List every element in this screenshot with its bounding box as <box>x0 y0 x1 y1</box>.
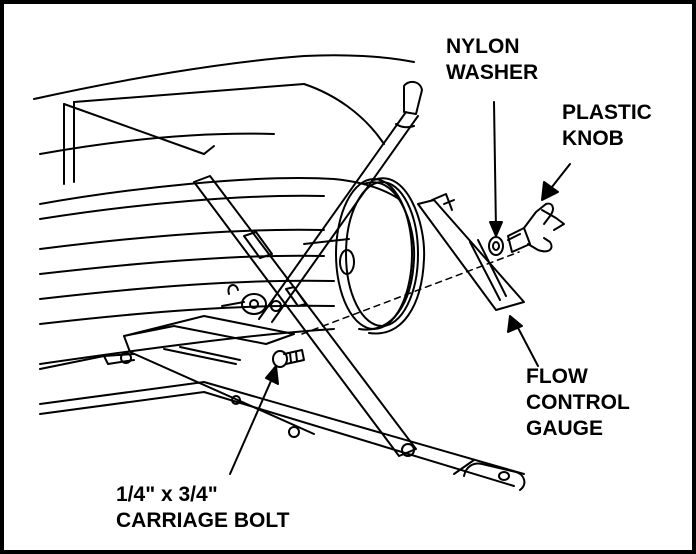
carriage-bolt-label-line-1: 1/4" x 3/4" <box>116 483 218 506</box>
flow-control-gauge-part <box>417 193 525 311</box>
carriage-bolt-label-line-2: CARRIAGE BOLT <box>116 509 290 532</box>
nylon-washer-label: NYLON WASHER <box>446 34 538 86</box>
frame-rails <box>39 315 525 487</box>
handle-arm <box>258 80 423 323</box>
carriage-bolt-arrow <box>229 373 275 475</box>
plastic-knob-label-line-1: PLASTIC <box>562 101 652 124</box>
carriage-bolt <box>272 349 305 368</box>
flow-control-gauge-arrow <box>515 323 539 367</box>
flow-control-gauge-label-line-1: FLOW <box>526 365 588 388</box>
assembly-guide-line <box>301 251 520 335</box>
flow-control-gauge-label-line-2: CONTROL <box>526 391 630 414</box>
nylon-washer-label-line-1: NYLON <box>446 35 520 58</box>
pivot-hardware <box>221 284 282 315</box>
flow-control-gauge-label-line-3: GAUGE <box>526 417 604 440</box>
nylon-washer-part <box>488 236 504 256</box>
nylon-washer-label-line-2: WASHER <box>446 61 539 84</box>
spreader-assembly-illustration <box>33 54 571 491</box>
plastic-knob-part <box>507 202 565 253</box>
carriage-bolt-label: 1/4" x 3/4" CARRIAGE BOLT <box>116 482 289 534</box>
plastic-knob-label-line-2: KNOB <box>562 127 624 150</box>
wheel <box>303 177 426 335</box>
diagonal-brace <box>193 175 417 457</box>
leader-arrows <box>229 101 571 475</box>
foot-bracket <box>453 459 526 491</box>
plastic-knob-label: PLASTIC KNOB <box>562 100 652 152</box>
hopper <box>33 54 415 365</box>
nylon-washer-arrow <box>493 101 497 231</box>
flow-control-gauge-label: FLOW CONTROL GAUGE <box>526 364 630 442</box>
